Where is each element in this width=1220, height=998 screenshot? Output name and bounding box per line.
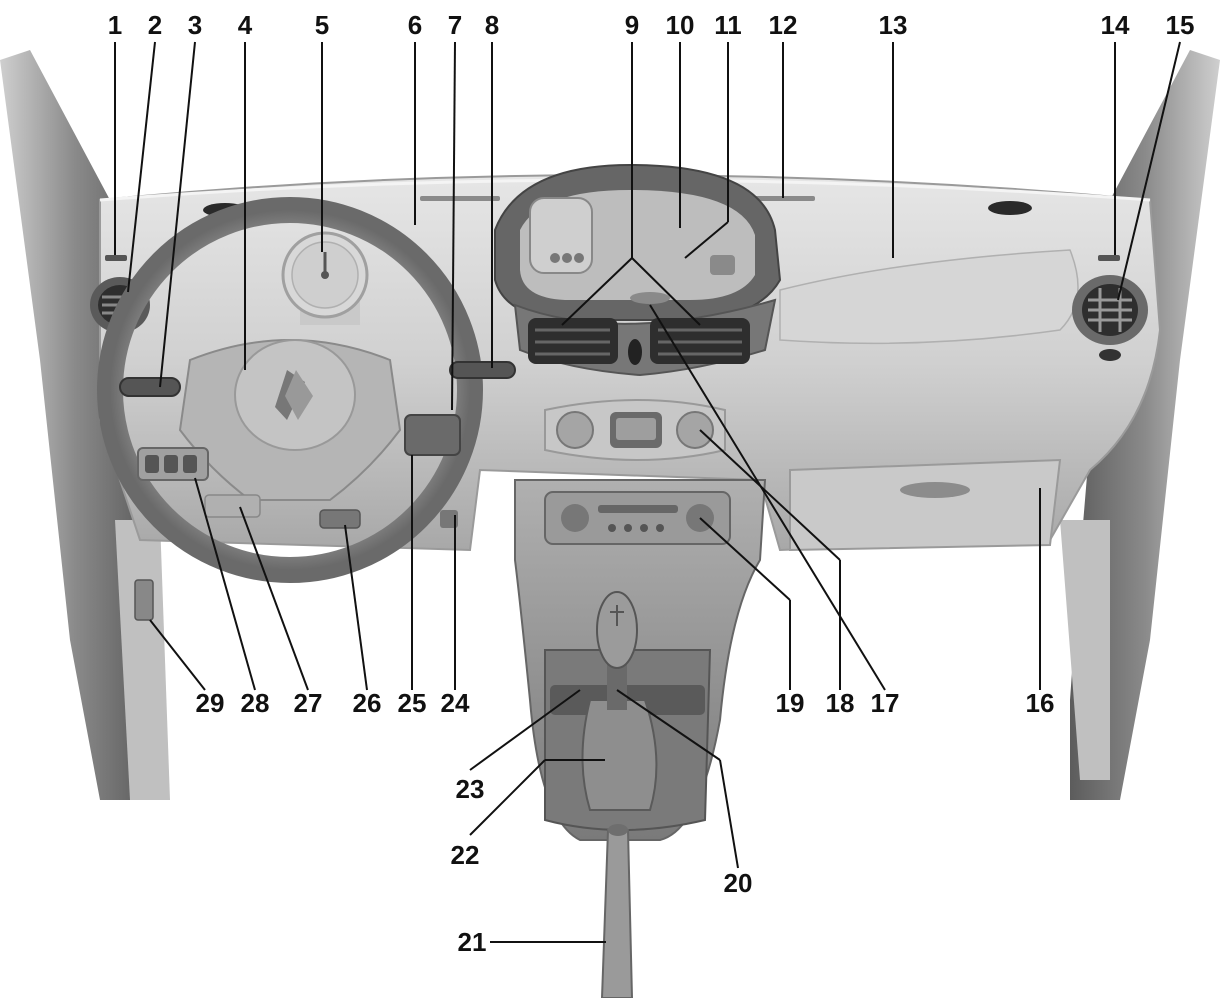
- callout-28: 28: [241, 688, 270, 718]
- callout-22: 22: [451, 840, 480, 870]
- callout-4: 4: [238, 10, 253, 40]
- heating-controls: [544, 399, 726, 461]
- leader-lines: [114, 41, 1181, 943]
- callout-8: 8: [485, 10, 499, 40]
- callout-24: 24: [441, 688, 470, 718]
- callout-2: 2: [148, 10, 162, 40]
- side-window-demister-left: [105, 255, 127, 261]
- callout-1: 1: [108, 10, 122, 40]
- callout-7: 7: [448, 10, 462, 40]
- callout-5: 5: [315, 10, 329, 40]
- centre-vents: [513, 292, 777, 377]
- callout-21: 21: [458, 927, 487, 957]
- ignition-switch: [404, 414, 461, 456]
- callout-23: 23: [456, 774, 485, 804]
- right-side-vent: [1072, 275, 1148, 345]
- callout-27: 27: [294, 688, 323, 718]
- callout-9: 9: [625, 10, 639, 40]
- callout-labels: 1 2 3 4 5 6 7 8 9 10 11 12 13 14 15 16 1…: [108, 10, 1195, 957]
- driver-switch-panel: [137, 447, 209, 481]
- bonnet-release: [440, 510, 458, 528]
- callout-3: 3: [188, 10, 202, 40]
- callout-20: 20: [724, 868, 753, 898]
- steering-wheel: [97, 197, 483, 583]
- callout-26: 26: [353, 688, 382, 718]
- callout-12: 12: [769, 10, 798, 40]
- steering-column-lever: [319, 509, 361, 529]
- callout-11: 11: [714, 10, 742, 40]
- callout-16: 16: [1026, 688, 1055, 718]
- callout-17: 17: [871, 688, 900, 718]
- callout-10: 10: [666, 10, 695, 40]
- callout-19: 19: [776, 688, 805, 718]
- callout-25: 25: [398, 688, 427, 718]
- callout-29: 29: [196, 688, 225, 718]
- handbrake: [600, 824, 634, 998]
- fuse-box-cover: [204, 494, 261, 518]
- bonnet-release-handle: [134, 579, 154, 621]
- callout-18: 18: [826, 688, 855, 718]
- right-stalk: [449, 361, 516, 379]
- instrument-binnacle: [494, 163, 782, 321]
- callout-15: 15: [1166, 10, 1195, 40]
- callout-13: 13: [879, 10, 908, 40]
- gear-lever-area: [544, 591, 712, 831]
- callout-14: 14: [1101, 10, 1130, 40]
- side-window-demister-right: [1098, 255, 1120, 261]
- rev-counter: [281, 231, 369, 325]
- left-stalk: [119, 377, 181, 397]
- callout-6: 6: [408, 10, 422, 40]
